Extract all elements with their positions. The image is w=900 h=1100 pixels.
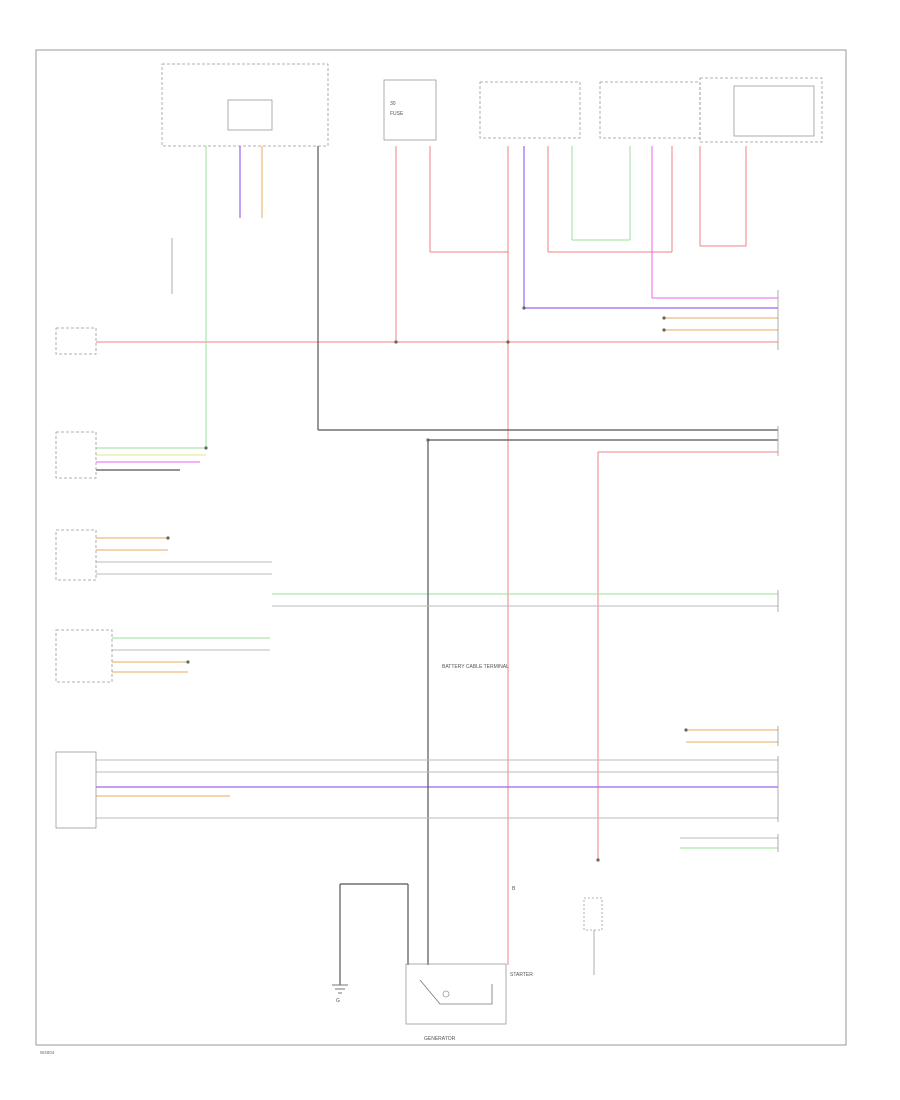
- wire-gray: [96, 561, 778, 839]
- wire-magenta: [96, 146, 778, 463]
- wire-green: [96, 146, 778, 849]
- label-generator: GENERATOR: [424, 1036, 456, 1042]
- connector-dots: [166, 306, 688, 862]
- wire-bus-red: [96, 146, 778, 965]
- diagram-frame: [35, 49, 847, 1046]
- junction-block-bottom: [583, 897, 603, 975]
- footer-code: W4004: [40, 1050, 55, 1055]
- label-fuse: FUSE: [390, 111, 404, 117]
- wire-orange: [96, 146, 778, 797]
- label-hot-terminal: 30: [390, 101, 396, 107]
- wire-black: [96, 146, 778, 985]
- label-starter: STARTER: [510, 972, 533, 978]
- label-terminal-b: B: [512, 886, 516, 892]
- top-components: [161, 63, 823, 147]
- label-battery-cable: BATTERY CABLE TERMINAL: [442, 664, 509, 670]
- starter-generator: [405, 963, 507, 1025]
- ground-symbol: [332, 984, 348, 994]
- label-ground: G: [336, 998, 340, 1004]
- wire-violet: [96, 146, 778, 788]
- left-modules: [55, 238, 173, 829]
